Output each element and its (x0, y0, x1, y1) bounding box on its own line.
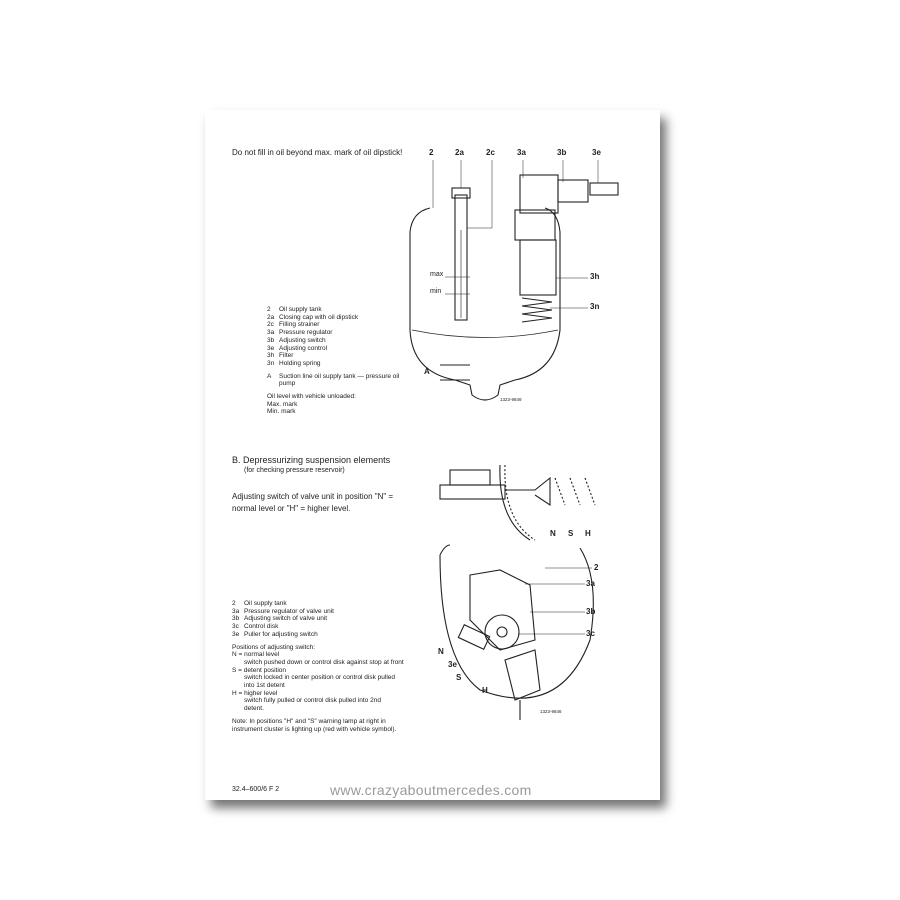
callout-N: N (550, 529, 556, 538)
callout-3e: 3e (592, 148, 601, 157)
switch-text-2: normal level or "H" = higher level. (232, 504, 351, 513)
callout-2c: 2c (486, 148, 495, 157)
oil-warning: Do not fill in oil beyond max. mark of o… (232, 148, 403, 157)
callout-b-3c: 3c (586, 629, 595, 638)
figure-code-b: 1323-9846 (540, 709, 562, 714)
callout-b-3e: 3e (448, 660, 457, 669)
min-mark: min (430, 288, 442, 295)
callout-2: 2 (429, 148, 434, 157)
valve-unit-diagram (439, 544, 594, 720)
switch-text-1: Adjusting switch of valve unit in positi… (232, 492, 394, 501)
callout-3a: 3a (517, 148, 526, 157)
callout-b-2: 2 (594, 563, 599, 572)
callout-2a: 2a (455, 148, 464, 157)
callout-b-S: S (456, 673, 462, 682)
document-page (205, 110, 660, 800)
oil-tank-diagram (409, 160, 619, 401)
callout-H: H (585, 529, 591, 538)
callout-S: S (568, 529, 574, 538)
figure-code: 1323-9849 (500, 397, 522, 402)
callout-3b: 3b (557, 148, 567, 157)
callout-b-H: H (482, 686, 488, 695)
callout-3n: 3n (590, 302, 600, 311)
callout-A: A (424, 367, 430, 376)
page-code: 32.4–600/6 F 2 (232, 786, 280, 793)
watermark: www.crazyaboutmercedes.com (330, 782, 532, 798)
section-b-subtitle: (for checking pressure reservoir) (244, 467, 345, 474)
max-mark: max (430, 271, 444, 278)
callout-b-N: N (438, 647, 444, 656)
callout-b-3b: 3b (586, 607, 596, 616)
callout-b-3a: 3a (586, 579, 595, 588)
section-b-title: B. Depressurizing suspension elements (232, 455, 391, 465)
callout-3h: 3h (590, 272, 600, 281)
switch-position-diagram (439, 464, 596, 541)
